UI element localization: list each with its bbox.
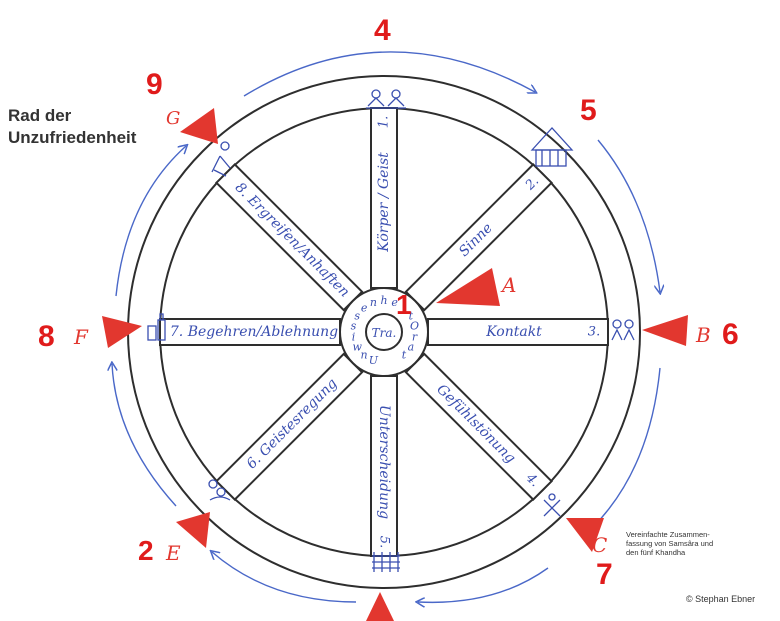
spoke-label-8: 8. Ergreifen/Anhaften [232,180,353,301]
hub-letter: n [370,296,377,309]
arc-arrow-bottom-left [212,552,356,602]
letter-F: F [73,325,89,349]
spoke-label-5: Unterscheidung [376,405,392,519]
caption-line-1: Vereinfachte Zusammen- [626,530,776,539]
arc-arrow-top [244,52,535,96]
spoke-number-5: 5. [377,536,392,548]
spoke-label-1: Körper / Geist [376,152,392,253]
hub-letter: a [408,341,415,354]
arc-arrow-left-upper [116,146,186,296]
hub-inner-word: Tra. [372,326,397,340]
letter-B: B [695,323,711,347]
spoke-label-6: 6. Geistesregung [244,375,341,472]
spoke-label-7: 7. Begehren/Ablehnung [170,324,338,340]
caption-line-2: fassung von Samsâra und [626,539,776,548]
letter-A: A [500,273,516,297]
two-figures-icon-top [366,90,406,108]
hub-letter: U [369,354,379,367]
two-heads-icon-right [612,320,634,340]
caption: Vereinfachte Zusammen- fassung von Samsâ… [626,530,776,557]
arc-arrow-right-lower [592,368,660,528]
triangle-B [642,315,688,346]
letter-E: E [165,541,181,565]
number-4: 4 [374,14,391,47]
caption-line-3: den fünf Khandha [626,548,776,557]
triangle-G [180,108,218,144]
hub-letter: e [361,301,368,314]
triangle-F [102,316,142,348]
number-6: 6 [722,318,739,351]
hub-letter: h [380,294,387,307]
hub-letter: s [354,310,360,323]
number-8: 8 [38,320,55,353]
spoke-number-3: 3. [588,325,600,340]
cross-figure-icon [544,494,560,516]
number-9: 9 [146,68,163,101]
number-1: 1 [396,289,412,320]
letter-C: C [592,533,607,557]
number-5: 5 [580,94,597,127]
arc-arrow-top-right [598,140,660,292]
letter-G: G [166,108,180,129]
spoke-number-1: 1. [377,116,392,128]
triangle-bottom [366,592,394,621]
spoke-label-3: Kontakt [485,324,542,340]
hub-letter: t [402,349,407,362]
spoke-label-4: Gefühlstönung [433,381,518,466]
title-line-1: Rad der [8,105,136,127]
arc-arrow-bottom-right [418,568,548,602]
number-2: 2 [138,535,154,566]
diagram-title: Rad der Unzufriedenheit [8,105,136,149]
copyright: © Stephan Ebner [686,594,755,604]
house-icon [532,128,572,166]
number-7: 7 [596,558,613,591]
title-line-2: Unzufriedenheit [8,127,136,149]
triangle-E [176,512,210,548]
